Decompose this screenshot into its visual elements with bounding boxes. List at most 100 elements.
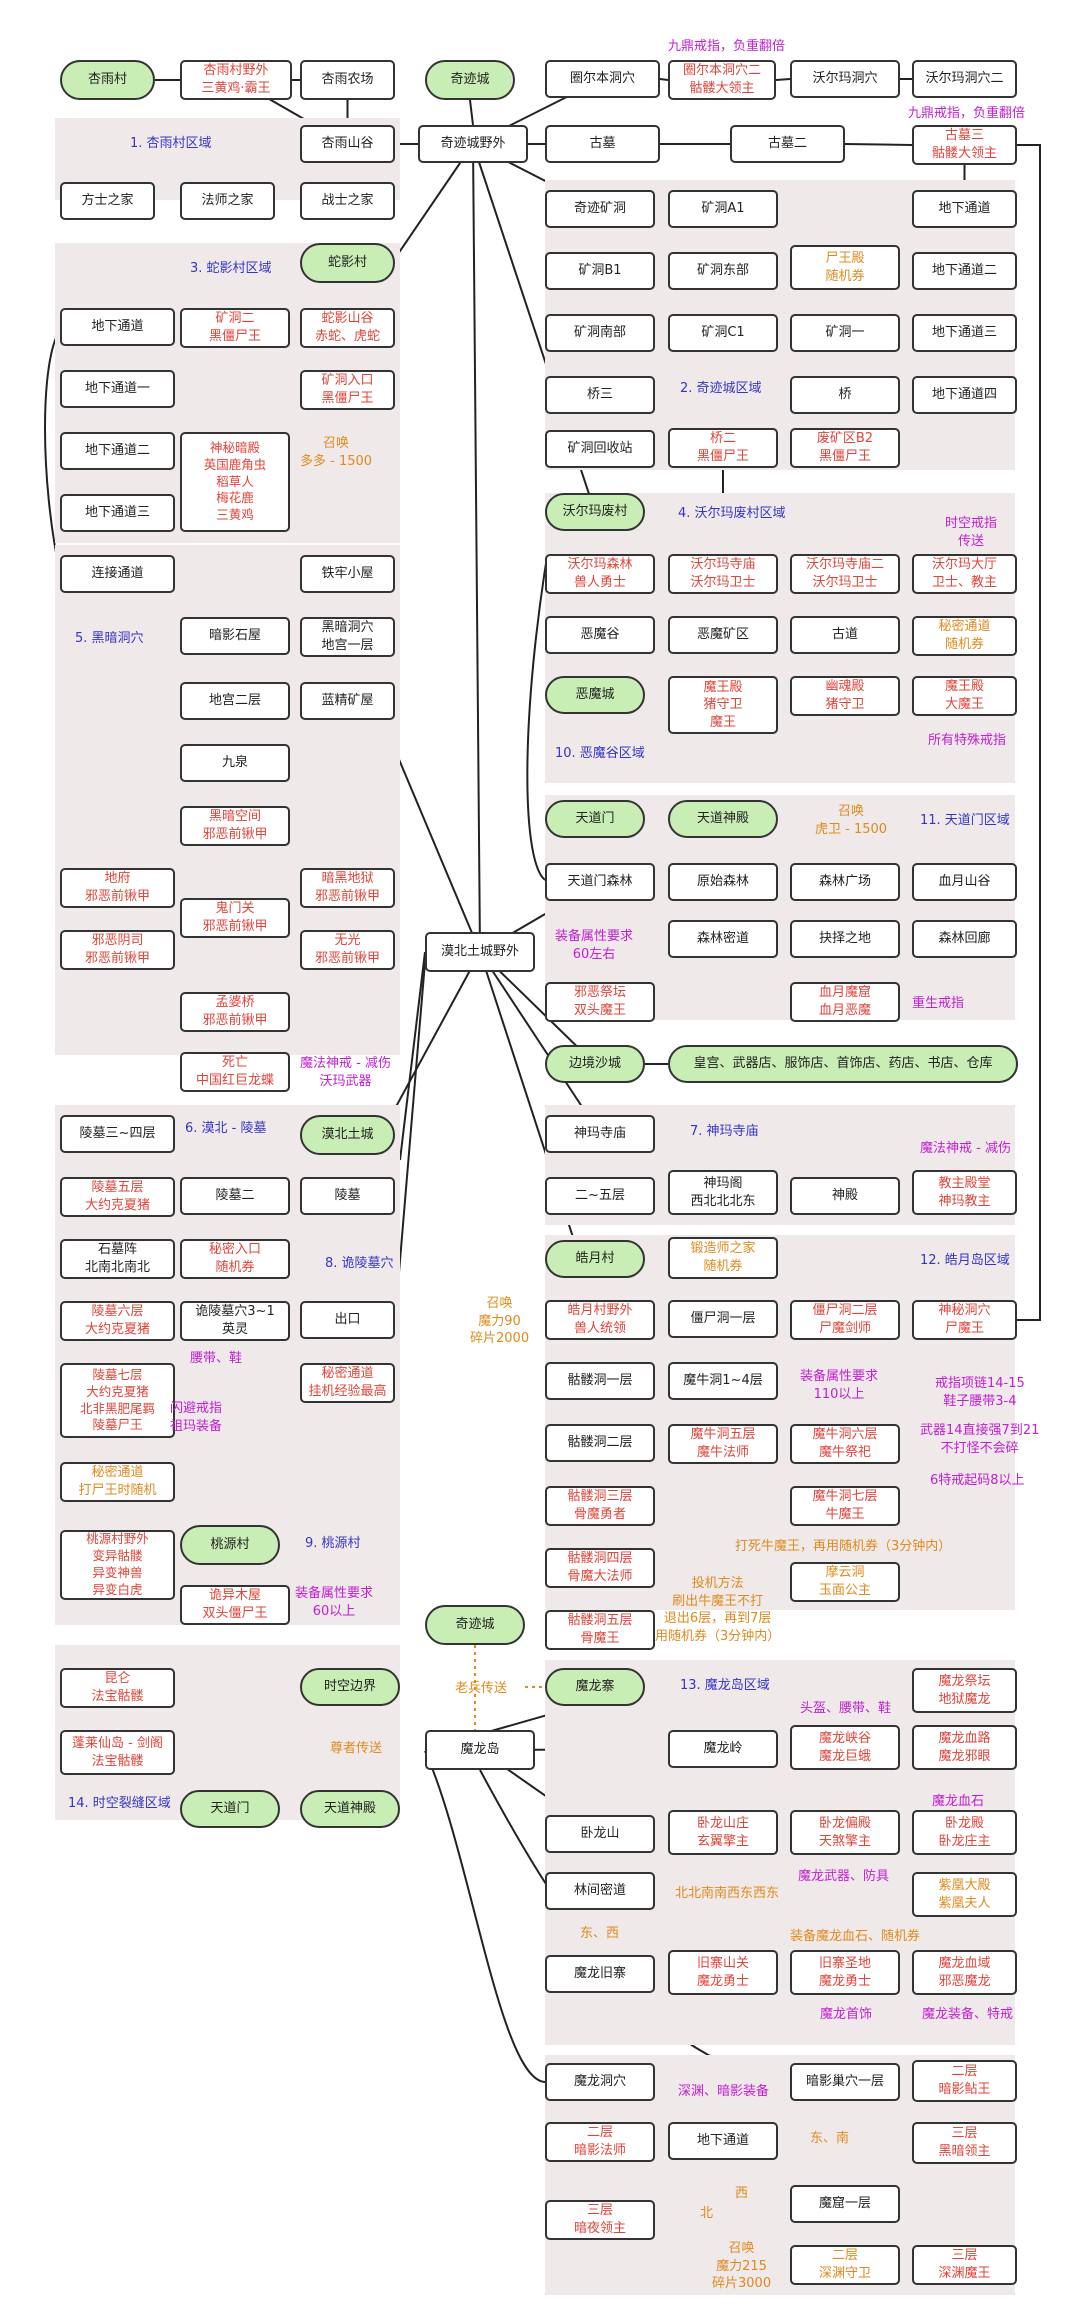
node-gumu2: 古墓二	[730, 125, 845, 163]
region-title-r1: 1. 杏雨村区域	[130, 136, 212, 151]
node-anying: 暗影石屋	[180, 617, 290, 655]
node-taoyuan-wild: 桃源村野外 变异骷髅 异变神兽 异变白虎	[60, 1530, 175, 1600]
node-tiandao: 天道门	[545, 800, 645, 838]
node-dark2: 二层 暗影法师	[545, 2122, 655, 2162]
node-haoyue-wild: 皓月村野外 兽人统领	[545, 1300, 655, 1340]
node-tiandao-hall: 天道神殿	[668, 800, 778, 838]
node-bridge3: 桥三	[545, 376, 655, 414]
node-dark3: 三层 暗夜领主	[545, 2200, 655, 2240]
node-shenma-temple: 神玛寺庙	[545, 1115, 655, 1153]
region-title-r12: 12. 皓月岛区域	[920, 1253, 1010, 1268]
note-time-ring: 时空戒指 传送	[945, 516, 998, 549]
node-emo-town: 恶魔城	[545, 676, 645, 714]
node-old-gate: 旧寨山关 魔龙勇士	[668, 1950, 778, 1995]
node-level25: 二~五层	[545, 1177, 655, 1215]
node-molong-blood: 魔龙血路 魔龙邪眼	[912, 1725, 1017, 1770]
node-waste-b2: 废矿区B2 黑僵尸王	[790, 428, 900, 468]
node-old-holy: 旧寨圣地 魔龙勇士	[790, 1950, 900, 1995]
node-woer-temple: 沃尔玛寺庙 沃尔玛卫士	[668, 554, 778, 594]
node-molong-ridge: 魔龙岭	[668, 1730, 778, 1768]
note-summon1: 召唤 多多 - 1500	[300, 436, 373, 469]
node-qijicheng2: 奇迹城	[425, 1605, 525, 1645]
note-weapon-note: 武器14直接强7到21 不打怪不会碎	[920, 1423, 1040, 1456]
note-equip-blood: 装备魔龙血石、随机券	[790, 1929, 921, 1944]
connector	[394, 961, 426, 1321]
node-lanjing: 蓝精矿屋	[300, 682, 395, 720]
connector	[526, 509, 556, 881]
node-tiandao-hall2: 天道神殿	[300, 1790, 400, 1828]
note-direction1: 北北南南西东西东	[675, 1886, 780, 1901]
node-tunnel1: 地下通道一	[60, 370, 175, 408]
node-connect: 连接通道	[60, 555, 175, 593]
node-mine-south: 矿洞南部	[545, 314, 655, 352]
note-nine-note1: 九鼎戒指，负重翻倍	[668, 39, 786, 54]
region-title-r2: 2. 奇迹城区域	[680, 381, 762, 396]
node-qijicheng-wild: 奇迹城野外	[418, 125, 528, 163]
node-xingyu-farm: 杏雨农场	[300, 60, 395, 100]
note-head-note: 头盔、腰带、鞋	[800, 1701, 892, 1716]
node-cave1: 魔窟一层	[790, 2185, 900, 2223]
node-mine-one: 矿洞一	[790, 314, 900, 352]
node-tiandao2: 天道门	[180, 1790, 280, 1828]
note-rebirth: 重生戒指	[912, 996, 965, 1011]
node-bridge2: 桥二 黑僵尸王	[668, 428, 778, 468]
node-mine-entry: 矿洞入口 黑僵尸王	[300, 370, 395, 410]
note-magic-note2: 魔法神戒 - 减伤	[920, 1141, 1011, 1156]
node-shadow3: 三层 黑暗领主	[912, 2122, 1017, 2164]
node-mengpo: 孟婆桥 邪恶前锹甲	[180, 992, 290, 1032]
node-bridge: 桥	[790, 376, 900, 414]
note-all-ring: 所有特殊戒指	[928, 733, 1007, 748]
region-title-r13: 13. 魔龙岛区域	[680, 1678, 770, 1693]
connector	[1017, 144, 1041, 1321]
note-kill-note: 打死牛魔王，再用随机券（3分钟内）	[735, 1539, 952, 1554]
node-taoyuan: 桃源村	[180, 1525, 280, 1565]
node-jiaozhu: 教主殿堂 神玛教主	[912, 1170, 1017, 1215]
node-kunlun: 昆仑 法宝骷髅	[60, 1668, 175, 1708]
region-title-r8: 8. 诡陵墓穴	[325, 1256, 394, 1271]
node-lingmu7: 陵墓七层 大约克夏猪 北非黑肥尾羁 陵墓尸王	[60, 1363, 175, 1438]
node-lingmu2: 陵墓二	[180, 1177, 290, 1215]
node-fangshi: 方士之家	[60, 182, 155, 220]
node-tunnel2: 地下通道二	[60, 432, 175, 470]
node-secret-tunnel: 秘密通道 打尸王时随机	[60, 1462, 175, 1502]
node-zombie2: 僵尸洞二层 尸魔剑师	[790, 1300, 900, 1340]
region-title-r3: 3. 蛇影村区域	[190, 261, 272, 276]
node-deep2: 二层 深渊守卫	[790, 2245, 900, 2285]
node-shendian: 神殿	[790, 1177, 900, 1215]
node-fashi: 法师之家	[180, 182, 275, 220]
node-gumu: 古墓	[545, 125, 660, 163]
node-deep3: 三层 深渊魔王	[912, 2245, 1017, 2285]
node-woer-forest: 沃尔玛森林 兽人勇士	[545, 554, 655, 594]
node-molong-camp: 魔龙寨	[545, 1668, 645, 1706]
node-tiandao-forest: 天道门森林	[545, 863, 655, 901]
node-skull4: 骷髅洞四层 骨魔大法师	[545, 1548, 655, 1588]
node-xingyu: 杏雨村	[60, 60, 155, 100]
node-moniu5: 魔牛洞五层 魔牛法师	[668, 1424, 778, 1464]
node-skull1: 骷髅洞一层	[545, 1362, 655, 1400]
node-forest-path: 森林密道	[668, 920, 778, 958]
node-mine2-boss: 矿洞二 黑僵尸王	[180, 308, 290, 348]
node-corpse-king: 尸王殿 随机券	[790, 245, 900, 290]
region-title-r4: 4. 沃尔玛废村区域	[678, 506, 786, 521]
node-moniu7: 魔牛洞七层 牛魔王	[790, 1486, 900, 1526]
note-west: 西	[735, 2186, 749, 2201]
node-mine-b1: 矿洞B1	[545, 252, 655, 290]
connector	[44, 329, 61, 574]
node-mine-c1: 矿洞C1	[668, 314, 778, 352]
node-wolong-mt: 卧龙山	[545, 1815, 655, 1853]
node-forest-corridor: 森林回廊	[912, 920, 1017, 958]
node-skull5: 骷髅洞五层 骨魔王	[545, 1610, 655, 1650]
node-woer-cave2: 沃尔玛洞穴二	[912, 60, 1017, 98]
connector	[659, 78, 669, 81]
note-method-note: 投机方法 刷出牛魔王不打 退出6层，再到7层 用随机券（3分钟内）	[655, 1576, 781, 1644]
node-old-camp: 魔龙旧寨	[545, 1955, 655, 1993]
note-belt-note: 腰带、鞋	[190, 1351, 243, 1366]
note-summon4: 召唤 魔力215 碎片3000	[712, 2241, 772, 2292]
note-deep-gear: 深渊、暗影装备	[678, 2084, 770, 2099]
node-tunnel-a: 地下通道	[60, 308, 175, 346]
node-dxt3: 地下通道三	[912, 314, 1017, 352]
node-mobei-town: 漠北土城	[300, 1115, 395, 1155]
node-shops: 皇宫、武器店、服饰店、首饰店、药店、书店、仓库	[668, 1045, 1018, 1083]
node-sheying: 蛇影村	[300, 243, 395, 283]
note-east-south: 东、南	[810, 2131, 850, 2146]
